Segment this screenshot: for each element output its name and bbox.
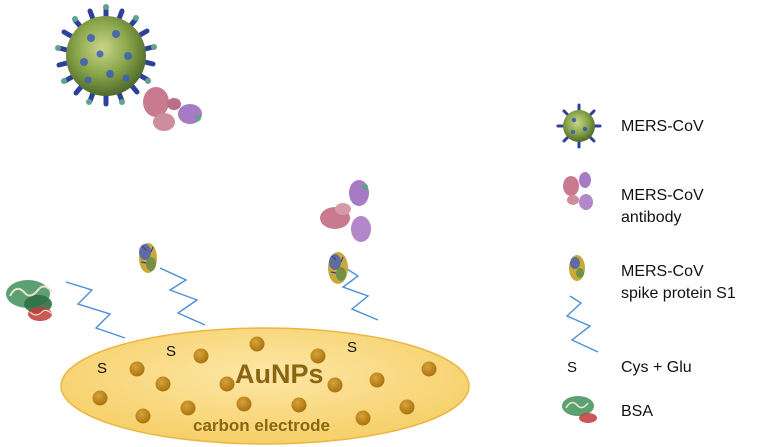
legend-label-bsa: BSA — [621, 403, 654, 420]
nanoparticle — [180, 400, 196, 416]
nanoparticles — [92, 336, 437, 426]
legend-zigzag-linker-icon — [565, 295, 599, 353]
linker-zigzag — [335, 261, 379, 321]
carbon-electrode: AuNPs carbon electrode — [60, 327, 470, 445]
nanoparticle — [355, 410, 371, 426]
legend-label-mers-cov: MERS-CoV — [621, 118, 704, 135]
spike-protein-icon — [328, 252, 348, 284]
linker-bsa: S — [65, 281, 126, 377]
legend-spike-protein-icon — [569, 255, 585, 281]
nanoparticle — [155, 376, 171, 392]
antibody-icon — [320, 180, 371, 242]
legend-antibody-icon — [563, 172, 593, 210]
linker-spike-left: S — [159, 267, 206, 360]
nanoparticle — [236, 396, 252, 412]
linker-s-letter: S — [347, 339, 357, 356]
nanoparticle — [135, 408, 151, 424]
nanoparticle — [310, 348, 326, 364]
electrode-title: AuNPs — [235, 359, 324, 389]
linker-spike-right: S — [335, 261, 379, 356]
nanoparticle — [249, 336, 265, 352]
legend-virus-icon — [556, 103, 602, 149]
nanoparticle — [219, 376, 235, 392]
antibody-icon — [143, 87, 202, 131]
nanoparticle — [291, 397, 307, 413]
nanoparticle — [129, 361, 145, 377]
nanoparticle — [193, 348, 209, 364]
nanoparticle — [399, 399, 415, 415]
nanoparticle — [369, 372, 385, 388]
linker-s-letter: S — [97, 360, 107, 377]
legend-s-letter: S — [567, 359, 577, 376]
legend: S — [556, 103, 602, 423]
legend-bsa-protein-icon — [562, 396, 597, 423]
nanoparticle — [92, 390, 108, 406]
linker-zigzag — [65, 281, 126, 339]
legend-label-spike-protein: MERS-CoV spike protein S1 — [621, 263, 736, 302]
virus-icon — [55, 4, 157, 107]
nanoparticle — [327, 377, 343, 393]
linker-s-letter: S — [166, 343, 176, 360]
linker-zigzag — [159, 267, 206, 326]
spike-protein-icon — [139, 243, 157, 273]
electrode-subtitle: carbon electrode — [193, 416, 330, 435]
nanoparticle — [421, 361, 437, 377]
legend-label-cys-glu: Cys + Glu — [621, 359, 692, 376]
legend-label-antibody: MERS-CoV antibody — [621, 187, 704, 226]
bsa-protein-icon — [6, 280, 53, 321]
